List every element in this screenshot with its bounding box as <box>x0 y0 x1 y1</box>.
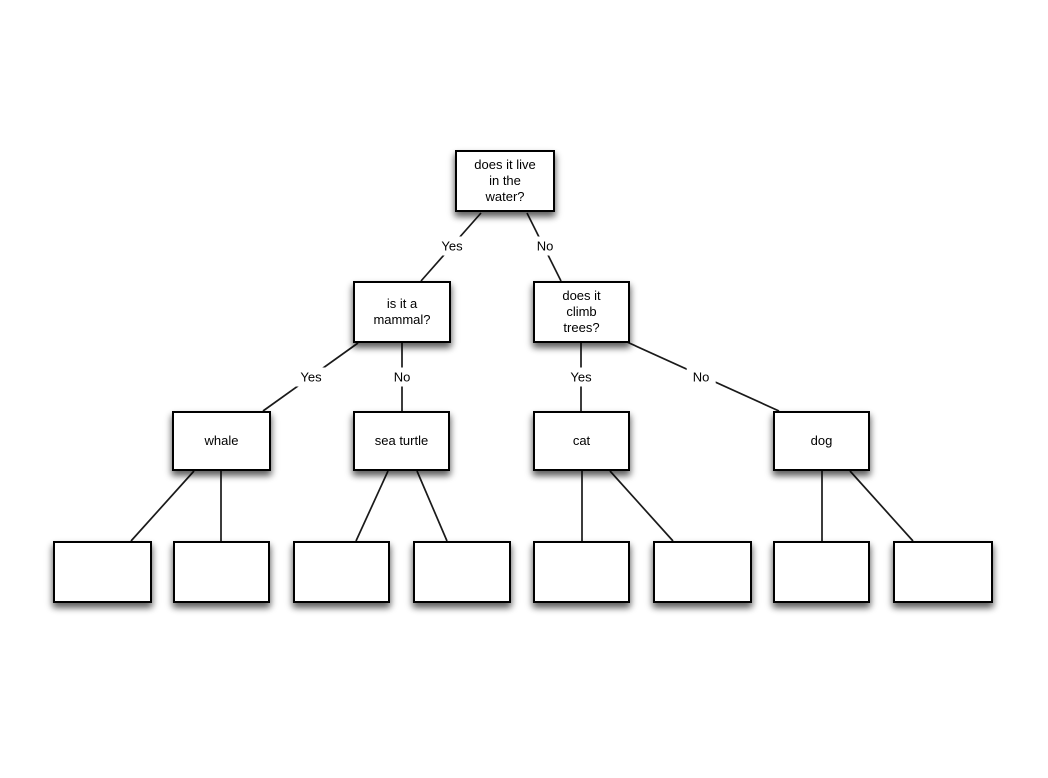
node-leaf-4 <box>413 541 511 603</box>
node-leaf-8 <box>893 541 993 603</box>
node-leaf-2 <box>173 541 270 603</box>
edge-label-q-climb-cat: Yes <box>564 367 598 387</box>
edge-line-whale-leaf-1 <box>130 470 195 542</box>
node-whale: whale <box>172 411 271 471</box>
node-sea-turtle: sea turtle <box>353 411 450 471</box>
node-label-whale: whale <box>204 433 239 448</box>
edge-label-q-mammal-sea-turtle: No <box>387 367 417 387</box>
node-leaf-5 <box>533 541 630 603</box>
node-label-sea-turtle: sea turtle <box>374 433 429 448</box>
node-label-q-water: does it live in the water? <box>474 157 536 204</box>
edge-label-q-water-q-mammal: Yes <box>435 236 469 256</box>
node-cat: cat <box>533 411 630 471</box>
node-leaf-7 <box>773 541 870 603</box>
edge-line-sea-turtle-leaf-3 <box>355 470 389 542</box>
node-leaf-6 <box>653 541 752 603</box>
edge-line-cat-leaf-6 <box>609 470 674 542</box>
node-label-cat: cat <box>572 433 591 448</box>
edge-label-q-mammal-whale: Yes <box>294 367 328 387</box>
node-label-q-climb: does it climb trees? <box>562 288 601 335</box>
node-leaf-1 <box>53 541 152 603</box>
node-label-q-mammal: is it a mammal? <box>373 296 431 327</box>
edge-line-sea-turtle-leaf-4 <box>416 470 448 542</box>
node-label-dog: dog <box>810 433 833 448</box>
node-q-water: does it live in the water? <box>455 150 555 212</box>
edge-line-dog-leaf-8 <box>849 470 914 542</box>
node-dog: dog <box>773 411 870 471</box>
node-q-mammal: is it a mammal? <box>353 281 451 343</box>
edge-label-q-climb-dog: No <box>686 367 716 387</box>
edge-label-q-water-q-climb: No <box>530 236 560 256</box>
node-leaf-3 <box>293 541 390 603</box>
node-q-climb: does it climb trees? <box>533 281 630 343</box>
